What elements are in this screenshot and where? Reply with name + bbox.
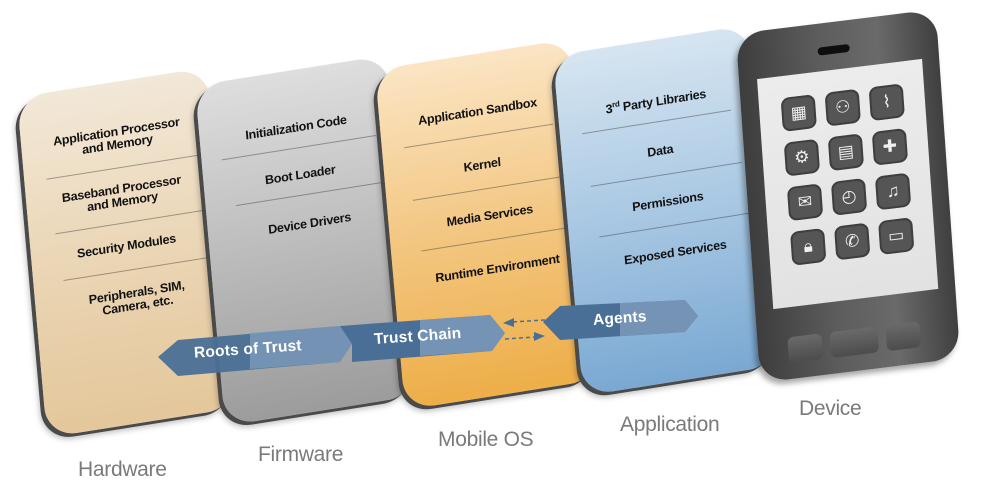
- agents-arrow-light: [620, 300, 698, 336]
- caption-mobile-os: Mobile OS: [438, 428, 534, 451]
- caption-hardware: Hardware: [78, 458, 167, 481]
- caption-device: Device: [799, 397, 862, 420]
- agents-label: Agents: [592, 308, 648, 329]
- caption-firmware: Firmware: [258, 443, 344, 466]
- dashed-arrow-right: [504, 336, 536, 340]
- dashed-arrow-left: [511, 319, 546, 323]
- arrowhead-left-icon: [503, 318, 514, 327]
- caption-application: Application: [620, 413, 720, 436]
- arrowhead-right-icon: [534, 332, 545, 341]
- roots-of-trust-arrow-light: [250, 326, 352, 369]
- trust-chain-arrow-light: [420, 315, 505, 356]
